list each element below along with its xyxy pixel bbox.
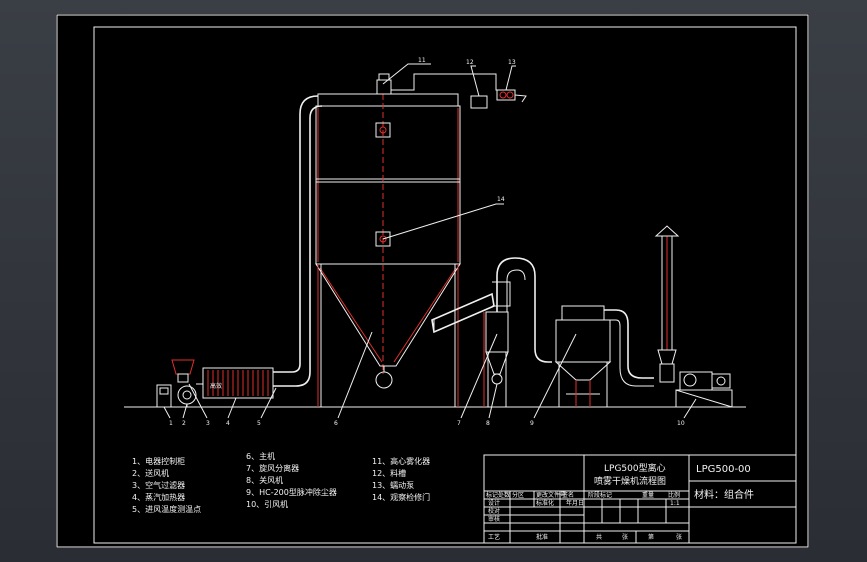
steam-heater: [202, 367, 274, 399]
cyclone-outlet-duct: [496, 257, 552, 363]
title-block: [483, 454, 797, 544]
inspection-door-lower: [375, 231, 391, 247]
tb-row-label: 标记处数: [486, 491, 510, 499]
tb-row-label: 设计: [488, 499, 500, 507]
exhaust-duct: [604, 309, 654, 379]
drawing-number: LPG500-00: [696, 464, 751, 475]
drawing-title-line2: 喷雾干燥机流程图: [594, 475, 666, 487]
tb-sheet-info: 共: [596, 533, 602, 541]
legend-item: 7、旋风分离器: [246, 463, 299, 473]
legend-item: 5、进风温度测温点: [132, 504, 201, 514]
callout-8: 8: [486, 420, 490, 427]
chamber-top: [317, 93, 459, 107]
tb-stage-label: 阶段标记: [588, 491, 612, 499]
legend-item: 6、主机: [246, 451, 275, 461]
callout-1: 1: [169, 420, 173, 427]
legend-item: 11、高心雾化器: [372, 456, 430, 466]
supply-fan: [177, 385, 197, 405]
tb-sheet-info: 第: [648, 533, 654, 541]
callout-13: 13: [508, 59, 516, 66]
callout-3: 3: [206, 420, 210, 427]
annotation-high-efficiency: 高效: [210, 382, 222, 390]
callout-11: 11: [418, 57, 426, 64]
legend-item: 1、电器控制柜: [132, 456, 185, 466]
tb-row-label: 审核: [488, 515, 500, 523]
tb-row-label: 校对: [488, 507, 500, 515]
flow-diagram: 1 2 3 4 5 6 7 8 9 10 11 12 13 14 高效 1、电器…: [56, 14, 809, 548]
callout-2: 2: [182, 420, 186, 427]
tb-col-label: 签名: [562, 491, 574, 499]
tb-stage-label: 重量: [642, 491, 654, 499]
legend-item: 12、料槽: [372, 468, 406, 478]
legend-item: 13、蠕动泵: [372, 480, 414, 490]
inspection-door-upper: [375, 122, 391, 138]
air-filter: [171, 359, 195, 375]
rotary-valve: [491, 373, 503, 385]
main-dryer: [315, 105, 461, 265]
outlet-duct: [431, 292, 495, 334]
dust-collector-top: [561, 305, 605, 321]
tb-col-label: 批准: [536, 533, 548, 541]
drawing-sheet: 1 2 3 4 5 6 7 8 9 10 11 12 13 14 高效 1、电器…: [56, 14, 809, 548]
callout-5: 5: [257, 420, 261, 427]
tb-stage-label: 比例: [668, 491, 680, 499]
callout-14: 14: [497, 196, 505, 203]
callout-12: 12: [466, 59, 474, 66]
tb-col-label: 更改文件号: [536, 491, 566, 499]
legend: 1、电器控制柜 2、送风机 3、空气过滤器 4、蒸汽加热器 5、进风温度测温点 …: [132, 451, 430, 514]
tb-sheet-info: 张: [676, 533, 682, 541]
tb-sheet-info: 张: [622, 533, 628, 541]
inner-frame: [93, 26, 797, 544]
tb-col-label: 标准化: [536, 499, 554, 507]
tb-col-label: 年月日: [566, 499, 584, 507]
callout-10: 10: [677, 420, 685, 427]
drawing-title-line1: LPG500型离心: [604, 462, 666, 474]
tb-scale-value: 1:1: [670, 500, 680, 507]
hot-air-duct: [273, 95, 319, 373]
callout-4: 4: [226, 420, 230, 427]
feed-tank: [470, 95, 488, 109]
legend-item: 3、空气过滤器: [132, 480, 185, 490]
dryer-cone: [315, 263, 461, 367]
discharge-valve: [375, 371, 393, 389]
tb-row-label: 工艺: [488, 533, 500, 541]
callout-6: 6: [334, 420, 338, 427]
legend-item: 8、关风机: [246, 475, 283, 485]
callout-7: 7: [457, 420, 461, 427]
legend-item: 10、引风机: [246, 499, 288, 509]
material-label: 材料：组合件: [694, 488, 754, 501]
pulse-dust-collector: [555, 319, 611, 363]
legend-item: 9、HC-200型脉冲除尘器: [246, 487, 337, 497]
cyclone-separator: [485, 311, 509, 353]
centrifugal-atomizer: [376, 79, 392, 95]
outer-frame: [56, 14, 809, 548]
legend-item: 14、观察检修门: [372, 492, 430, 502]
legend-item: 4、蒸汽加热器: [132, 492, 185, 502]
tb-col-label: 分区: [512, 491, 524, 499]
callout-9: 9: [530, 420, 534, 427]
legend-item: 2、送风机: [132, 468, 169, 478]
